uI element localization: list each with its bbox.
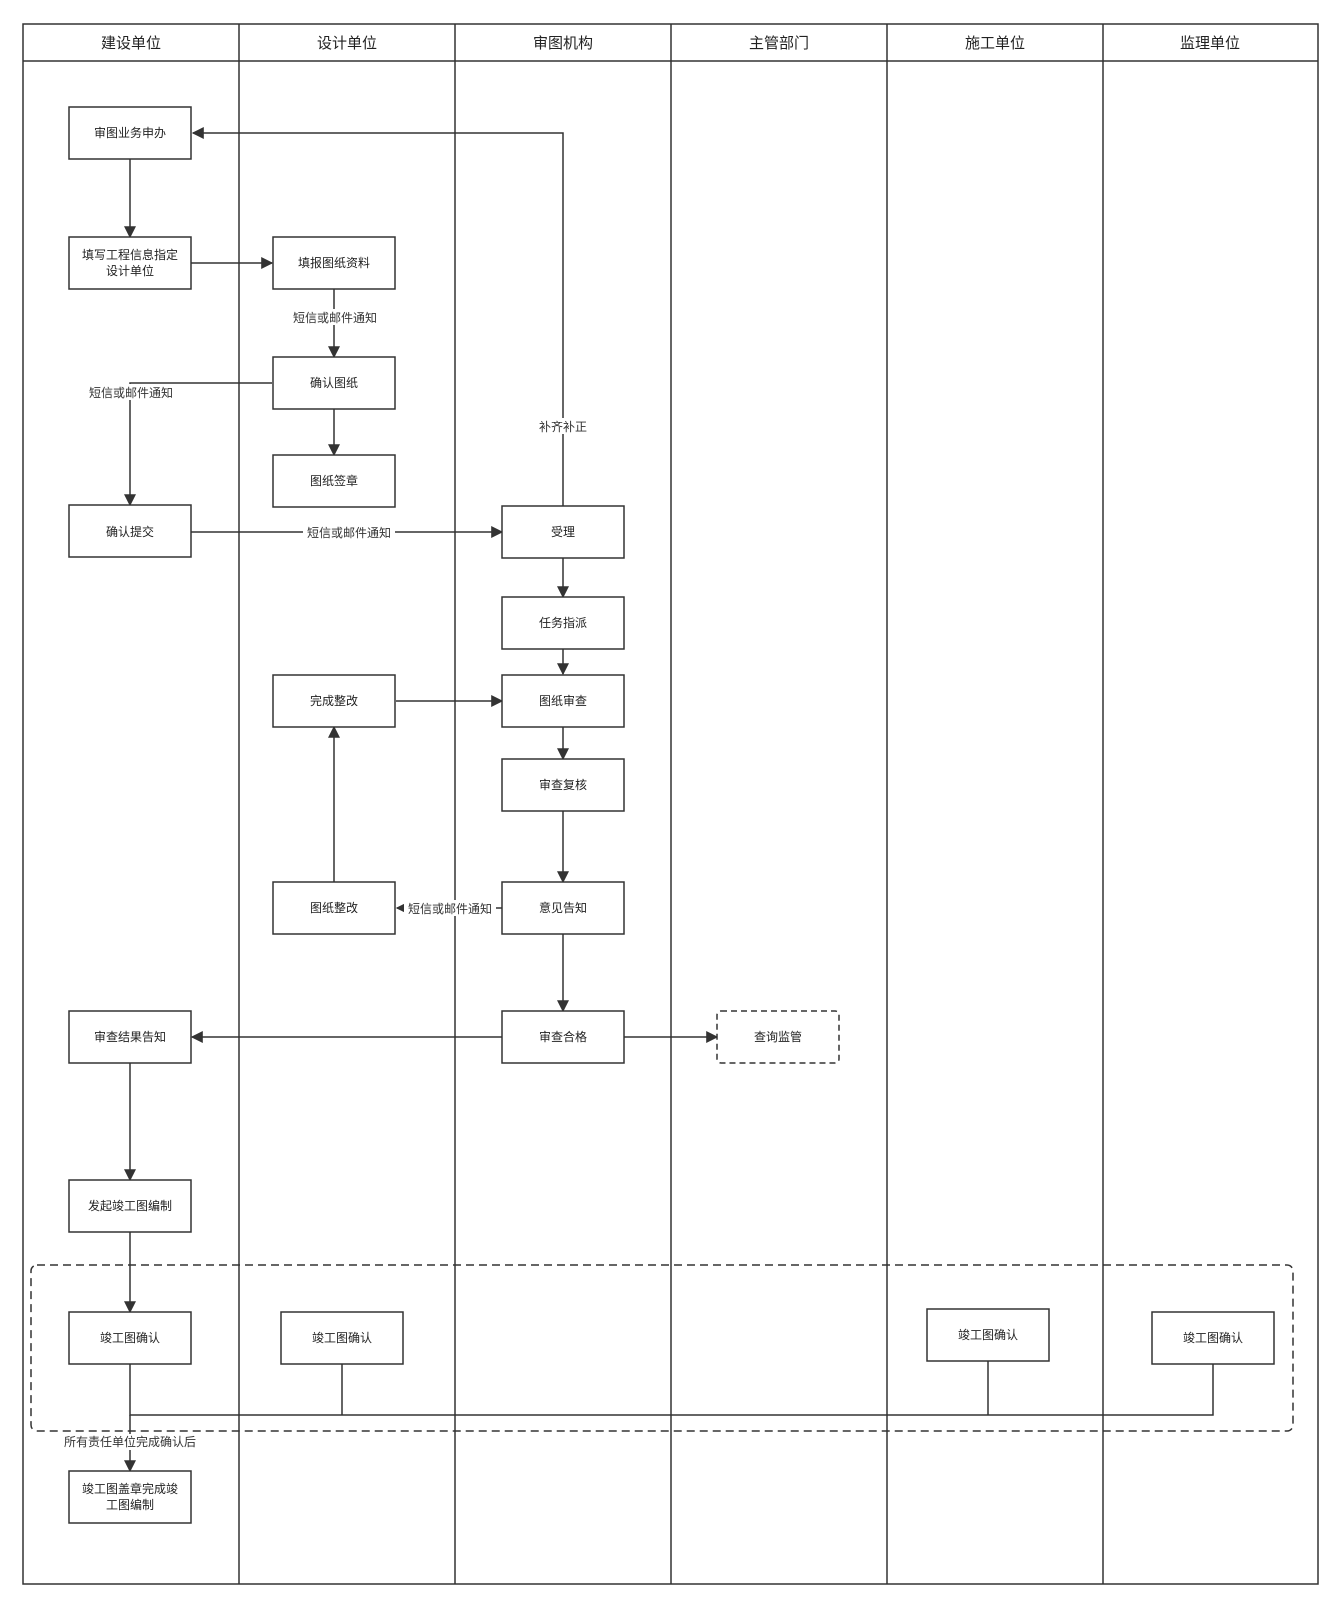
node-rectify-done: 完成整改 bbox=[272, 674, 396, 728]
node-result-notice-label: 审查结果告知 bbox=[94, 1029, 166, 1044]
node-apply: 审图业务申办 bbox=[68, 106, 192, 160]
edge-label-bg bbox=[85, 384, 177, 400]
node-asbuilt-confirm-owner: 竣工图确认 bbox=[68, 1311, 192, 1365]
node-assign-label: 任务指派 bbox=[539, 615, 587, 630]
edge-label-bg bbox=[62, 1434, 198, 1450]
node-rectify-done-label: 完成整改 bbox=[310, 693, 358, 708]
asbuilt-confirm-group bbox=[30, 1264, 1294, 1432]
node-asbuilt-confirm-construct-label: 竣工图确认 bbox=[958, 1327, 1018, 1342]
lane-title-authority: 主管部门 bbox=[749, 34, 809, 52]
node-final-label-line2: 工图编制 bbox=[106, 1497, 154, 1512]
node-fill-info-label-line2: 设计单位 bbox=[106, 263, 154, 278]
edge-label-notify: 短信或邮件通知 bbox=[307, 526, 391, 540]
node-result-notice: 审查结果告知 bbox=[68, 1010, 192, 1064]
edge-label-bg bbox=[404, 900, 496, 916]
node-fill-drawings: 填报图纸资料 bbox=[272, 236, 396, 290]
lane-title-owner: 建设单位 bbox=[101, 34, 161, 52]
node-stamp-label: 图纸签章 bbox=[310, 473, 358, 488]
edge-label-bg bbox=[303, 524, 395, 540]
node-asbuilt-confirm-owner-label: 竣工图确认 bbox=[100, 1330, 160, 1345]
node-confirm-drawings: 确认图纸 bbox=[272, 356, 396, 410]
node-fill-drawings-label: 填报图纸资料 bbox=[298, 255, 370, 270]
node-accept-label: 受理 bbox=[551, 525, 575, 539]
node-recheck-label: 审查复核 bbox=[539, 777, 587, 792]
edge-label-supplement: 补齐补正 bbox=[539, 419, 587, 434]
node-qualified: 审查合格 bbox=[501, 1010, 625, 1064]
node-final: 竣工图盖章完成竣 工图编制 bbox=[68, 1470, 192, 1524]
node-confirm-submit-label: 确认提交 bbox=[106, 524, 154, 539]
node-fill-info-label-line1: 填写工程信息指定 bbox=[82, 247, 178, 262]
node-assign: 任务指派 bbox=[501, 596, 625, 650]
edge-confirm-join bbox=[129, 1364, 1214, 1416]
node-apply-label: 审图业务申办 bbox=[94, 125, 166, 140]
edge-accept-to-apply bbox=[191, 127, 564, 506]
node-recheck: 审查复核 bbox=[501, 758, 625, 812]
node-confirm-submit: 确认提交 bbox=[68, 504, 192, 558]
node-query-supervise-label: 查询监管 bbox=[754, 1029, 802, 1044]
node-opinion-label: 意见告知 bbox=[539, 900, 587, 915]
lane-title-supervisor: 监理单位 bbox=[1180, 34, 1240, 52]
node-review: 图纸审查 bbox=[501, 674, 625, 728]
edge-label-notify: 短信或邮件通知 bbox=[408, 902, 492, 916]
node-asbuilt-confirm-supervisor-label: 竣工图确认 bbox=[1183, 1330, 1243, 1345]
node-final-label-line1: 竣工图盖章完成竣 bbox=[82, 1481, 178, 1496]
node-asbuilt-confirm-design: 竣工图确认 bbox=[280, 1311, 404, 1365]
lane-title-designer: 设计单位 bbox=[317, 34, 377, 52]
edge-label-bg bbox=[537, 418, 589, 434]
node-stamp: 图纸签章 bbox=[272, 454, 396, 508]
node-asbuilt-confirm-construct: 竣工图确认 bbox=[926, 1308, 1050, 1362]
node-start-asbuilt-label: 发起竣工图编制 bbox=[88, 1198, 172, 1213]
node-opinion: 意见告知 bbox=[501, 881, 625, 935]
node-query-supervise: 查询监管 bbox=[716, 1010, 840, 1064]
edge-label-after-all: 所有责任单位完成确认后 bbox=[64, 1434, 196, 1449]
lane-title-contractor: 施工单位 bbox=[965, 34, 1025, 52]
edge-label-bg bbox=[289, 309, 381, 325]
node-rectify-label: 图纸整改 bbox=[310, 900, 358, 915]
node-confirm-drawings-label: 确认图纸 bbox=[310, 376, 358, 390]
node-asbuilt-confirm-design-label: 竣工图确认 bbox=[312, 1330, 372, 1345]
edge-label-notify: 短信或邮件通知 bbox=[89, 386, 173, 400]
edge-label-notify: 短信或邮件通知 bbox=[293, 311, 377, 325]
node-fill-info: 填写工程信息指定 设计单位 bbox=[68, 236, 192, 290]
lane-title-review-agency: 审图机构 bbox=[533, 34, 593, 52]
node-start-asbuilt: 发起竣工图编制 bbox=[68, 1179, 192, 1233]
node-rectify: 图纸整改 bbox=[272, 881, 396, 935]
node-asbuilt-confirm-supervisor: 竣工图确认 bbox=[1151, 1311, 1275, 1365]
node-review-label: 图纸审查 bbox=[539, 693, 587, 708]
node-qualified-label: 审查合格 bbox=[539, 1029, 587, 1044]
node-accept: 受理 bbox=[501, 505, 625, 559]
edge-confirm-to-submit bbox=[124, 382, 272, 507]
